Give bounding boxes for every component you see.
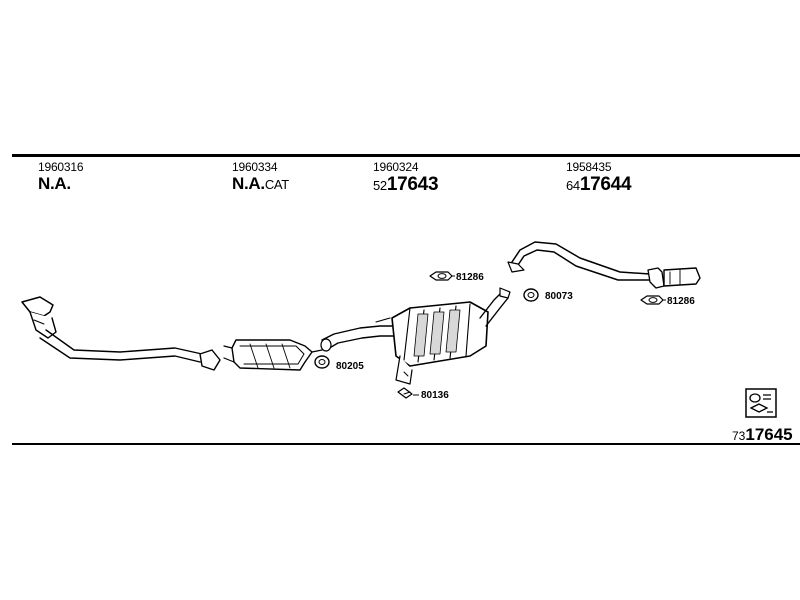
part-number-label: 80073 bbox=[545, 291, 573, 302]
part-label: N.A. bbox=[38, 174, 71, 193]
clamp-icon bbox=[429, 271, 453, 281]
gasket-icon bbox=[523, 288, 539, 302]
catalytic-converter bbox=[223, 339, 323, 371]
reference-box-icon bbox=[745, 388, 777, 418]
part-code: 1960334 bbox=[232, 160, 278, 174]
part-number-label: 81286 bbox=[667, 296, 695, 307]
connecting-pipe bbox=[479, 287, 511, 327]
clamp-icon bbox=[640, 295, 664, 305]
front-pipe bbox=[21, 296, 221, 371]
part-code: 1958435 bbox=[566, 160, 612, 174]
bottom-rule bbox=[12, 443, 800, 445]
part-number: 6417644 bbox=[566, 174, 632, 195]
part-number-label: 80205 bbox=[336, 361, 364, 372]
part-label: N.A.CAT bbox=[232, 174, 289, 193]
gasket-icon bbox=[314, 355, 330, 369]
silencer bbox=[391, 301, 489, 385]
part-code: 1960324 bbox=[373, 160, 419, 174]
part-number-label: 81286 bbox=[456, 272, 484, 283]
rear-pipe bbox=[507, 241, 701, 289]
reference-number: 7317645 bbox=[732, 425, 793, 444]
bracket-icon bbox=[397, 387, 413, 399]
top-rule bbox=[12, 154, 800, 157]
middle-pipe bbox=[320, 317, 396, 352]
column-rear-pipe: 1958435 6417644 bbox=[566, 160, 632, 196]
part-code: 1960316 bbox=[38, 160, 84, 174]
column-front-pipe: 1960316 N.A. bbox=[38, 160, 84, 194]
part-number-label: 80136 bbox=[421, 390, 449, 401]
part-number: 5217643 bbox=[373, 174, 439, 195]
column-catalyst: 1960334 N.A.CAT bbox=[232, 160, 289, 194]
column-middle-silencer: 1960324 5217643 bbox=[373, 160, 439, 196]
